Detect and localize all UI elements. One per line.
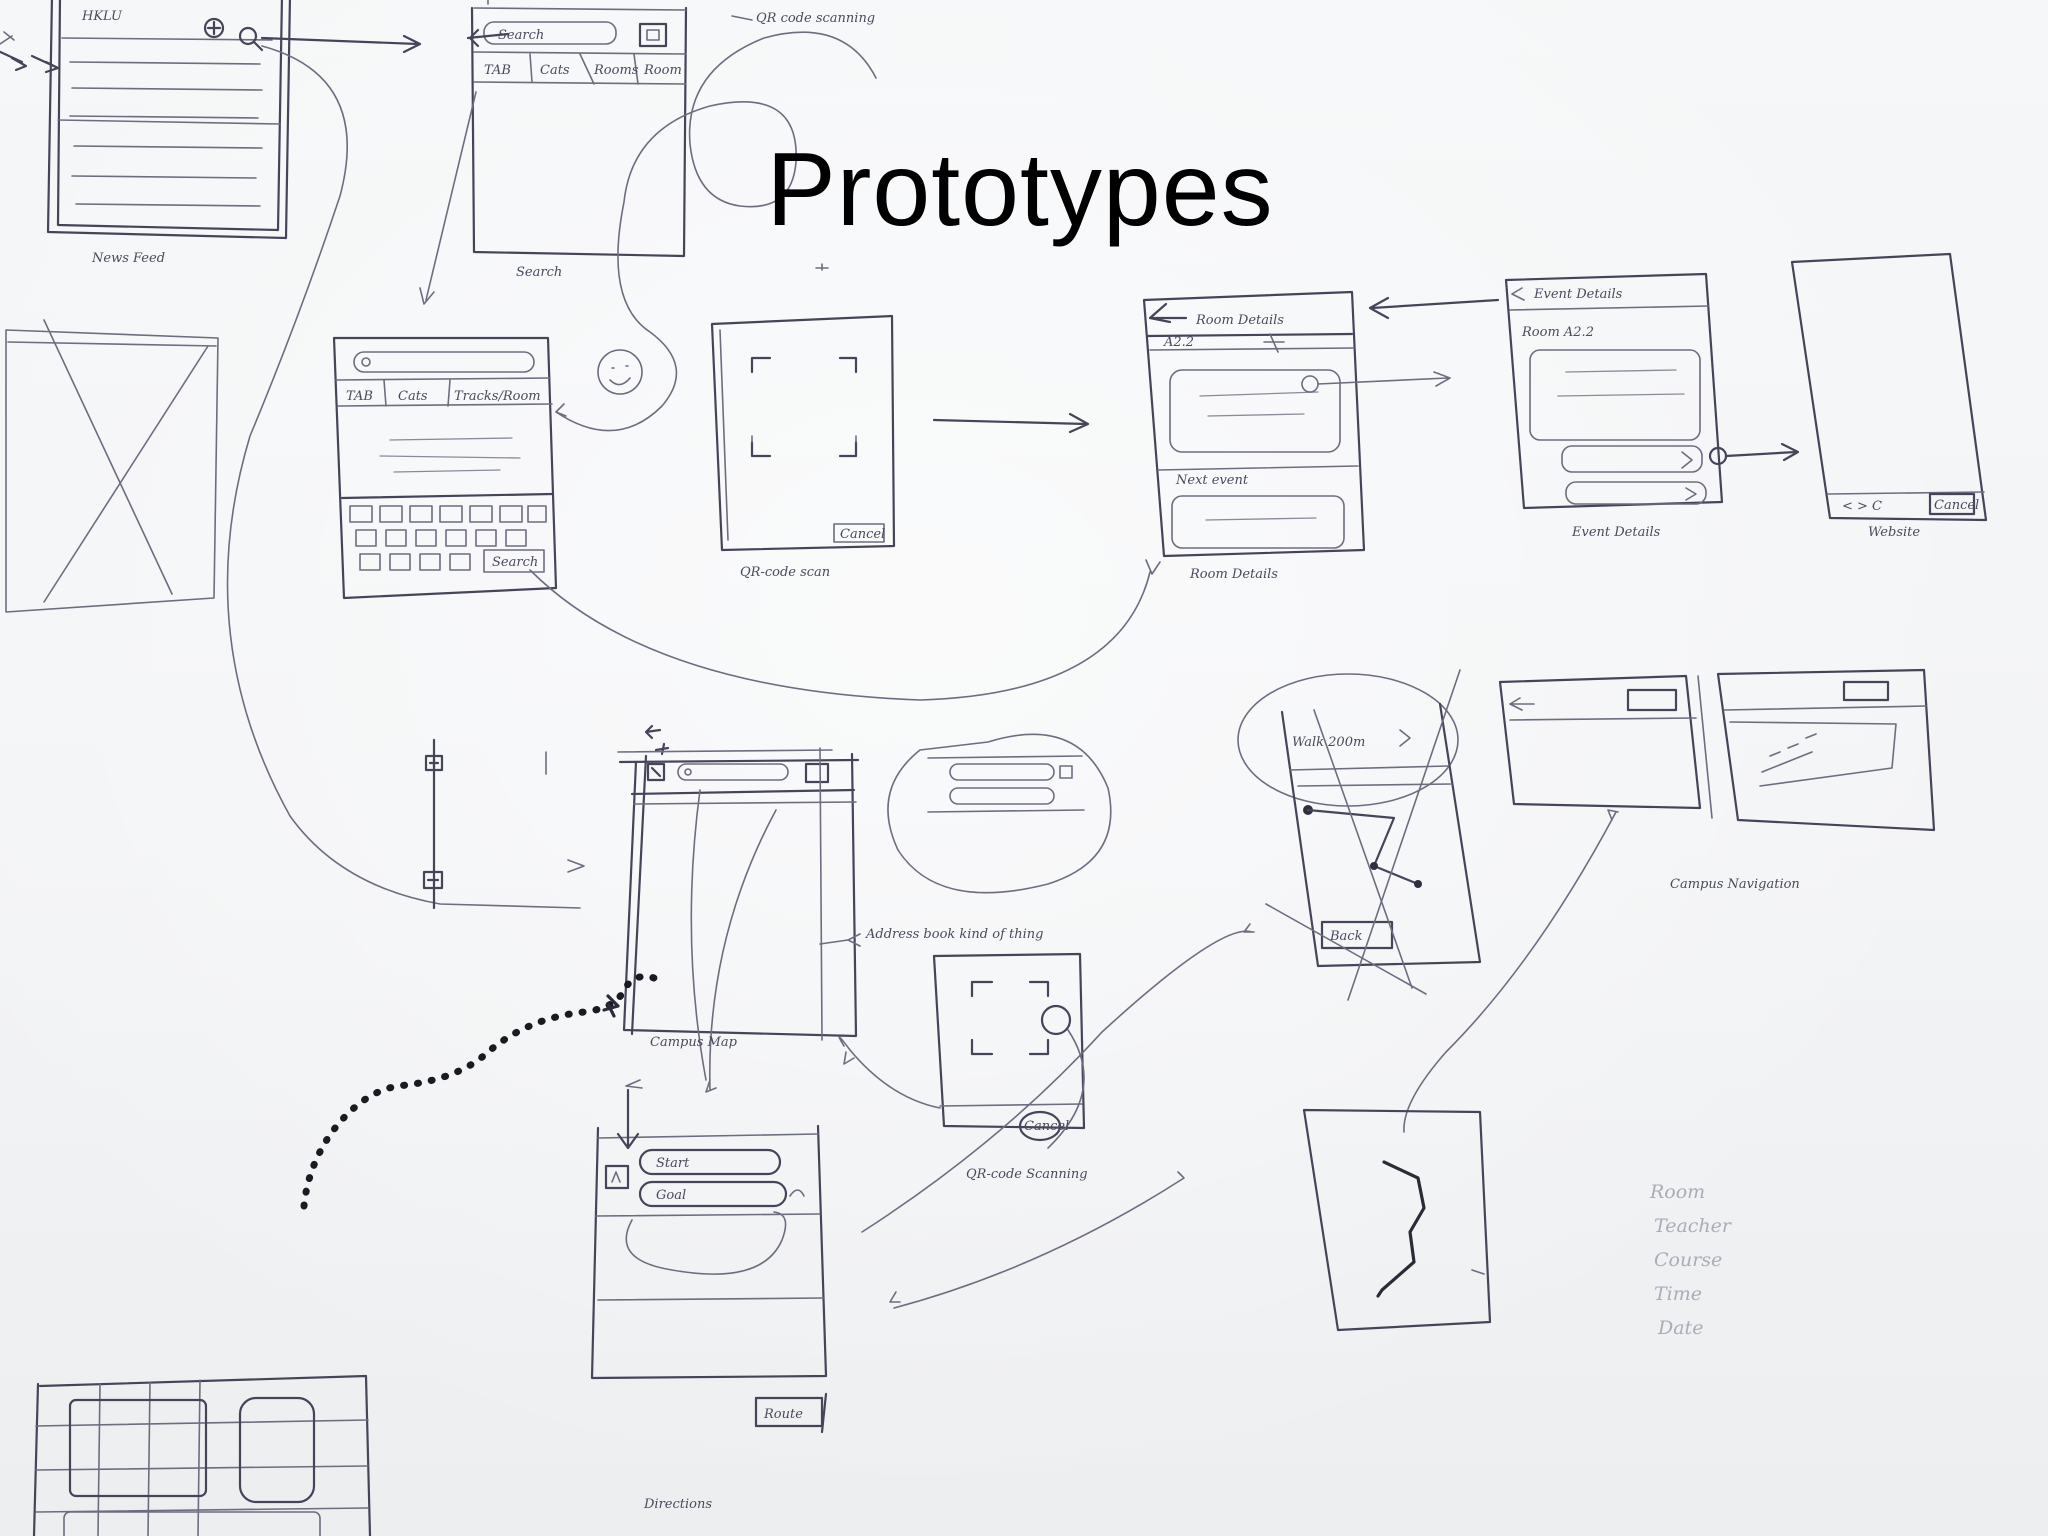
arrow-qr-to-room xyxy=(932,412,1090,434)
directions-label: Directions xyxy=(643,1497,712,1512)
keyboard-tab-2: Cats xyxy=(398,389,428,404)
event-row-label: Room A2.2 xyxy=(1521,325,1594,340)
qr-code-scan-screen: Cancel QR-code scan xyxy=(710,263,896,580)
keyboard-search-key: Search xyxy=(492,555,538,570)
campus-map-label: Campus Map xyxy=(650,1035,738,1050)
event-details-header: Event Details xyxy=(1533,287,1623,302)
placeholder-screen xyxy=(5,319,219,613)
website-label: Website xyxy=(1868,525,1920,540)
event-details-screen: Event Details Room A2.2 Event Details xyxy=(1504,272,1800,540)
walk-screen: Walk 200m Back xyxy=(1237,669,1482,1001)
keyboard-tab-1: TAB xyxy=(346,389,373,404)
search-tab-4: Room xyxy=(643,63,682,78)
event-details-label: Event Details xyxy=(1571,525,1661,540)
walk-header: Walk 200m xyxy=(1292,735,1365,750)
route-screen xyxy=(1302,1108,1492,1332)
note-teacher: Teacher xyxy=(1654,1215,1733,1237)
add-icon xyxy=(203,17,225,39)
qr-scan-cancel: Cancel xyxy=(840,527,885,542)
qr-icon xyxy=(638,22,668,48)
website-cancel: Cancel xyxy=(1934,498,1979,513)
grid-sketch xyxy=(32,1374,372,1536)
zoom-widget xyxy=(422,738,547,910)
room-details-label: Room Details xyxy=(1189,567,1278,582)
room-next-event: Next event xyxy=(1175,473,1249,488)
room-row-label: A2.2 xyxy=(1163,335,1194,350)
news-feed-screen: HKLU News Feed xyxy=(0,0,292,266)
campus-navigation-label: Campus Navigation xyxy=(1670,877,1800,892)
qr-note: QR code scanning xyxy=(756,11,875,26)
directions-start-field: Start xyxy=(656,1156,690,1171)
search-label: Search xyxy=(516,265,562,280)
campus-map-screen: Campus Map Address book kind of thing xyxy=(617,724,1043,1093)
arrow-feed-to-search xyxy=(260,34,422,54)
search-icon xyxy=(238,26,258,46)
search-tab-3: Rooms xyxy=(593,63,639,78)
qr-scanning-cancel: Cancel xyxy=(1024,1119,1069,1134)
room-details-header: Room Details xyxy=(1195,313,1284,328)
search-screen: Search TAB Cats Rooms Room Search QR cod… xyxy=(470,0,875,280)
keyboard-screen: TAB Cats Tracks/Room Search xyxy=(332,336,558,600)
qr-scanning-label: QR-code Scanning xyxy=(966,1167,1088,1182)
search-tab-2: Cats xyxy=(540,63,570,78)
note-time: Time xyxy=(1654,1283,1702,1305)
search-field-text: Search xyxy=(498,28,544,43)
walk-back-button: Back xyxy=(1329,929,1363,944)
keyboard-tab-3: Tracks/Room xyxy=(454,389,541,404)
news-feed-label: News Feed xyxy=(91,251,165,266)
directions-screen: Start Goal Route Directions xyxy=(590,1079,828,1512)
note-course: Course xyxy=(1654,1249,1722,1271)
search-tab-1: TAB xyxy=(484,63,511,78)
directions-goal-field: Goal xyxy=(656,1188,686,1203)
slide-title: Prototypes xyxy=(766,132,1274,248)
faint-notes: Room Teacher Course Time Date xyxy=(1649,1181,1733,1339)
directions-route-button: Route xyxy=(763,1407,803,1422)
link-feed-to-map xyxy=(226,45,585,909)
note-room: Room xyxy=(1649,1181,1705,1203)
website-nav-icons: < > C xyxy=(1842,499,1882,514)
dotted-route xyxy=(300,973,658,1210)
qr-code-scanning-screen: Cancel QR-code Scanning xyxy=(838,952,1088,1182)
website-screen: < > C Cancel Website xyxy=(1790,252,1988,540)
room-details-screen: Room Details A2.2 Next event Room Detail… xyxy=(1142,290,1451,582)
note-date: Date xyxy=(1657,1317,1703,1339)
news-feed-header: HKLU xyxy=(81,9,123,24)
campus-map-note: Address book kind of thing xyxy=(865,927,1043,942)
smiley-icon xyxy=(597,349,643,395)
field-popup xyxy=(887,733,1112,894)
qr-scan-label: QR-code scan xyxy=(740,565,830,580)
campus-navigation-screen: Campus Navigation xyxy=(1498,668,1936,892)
